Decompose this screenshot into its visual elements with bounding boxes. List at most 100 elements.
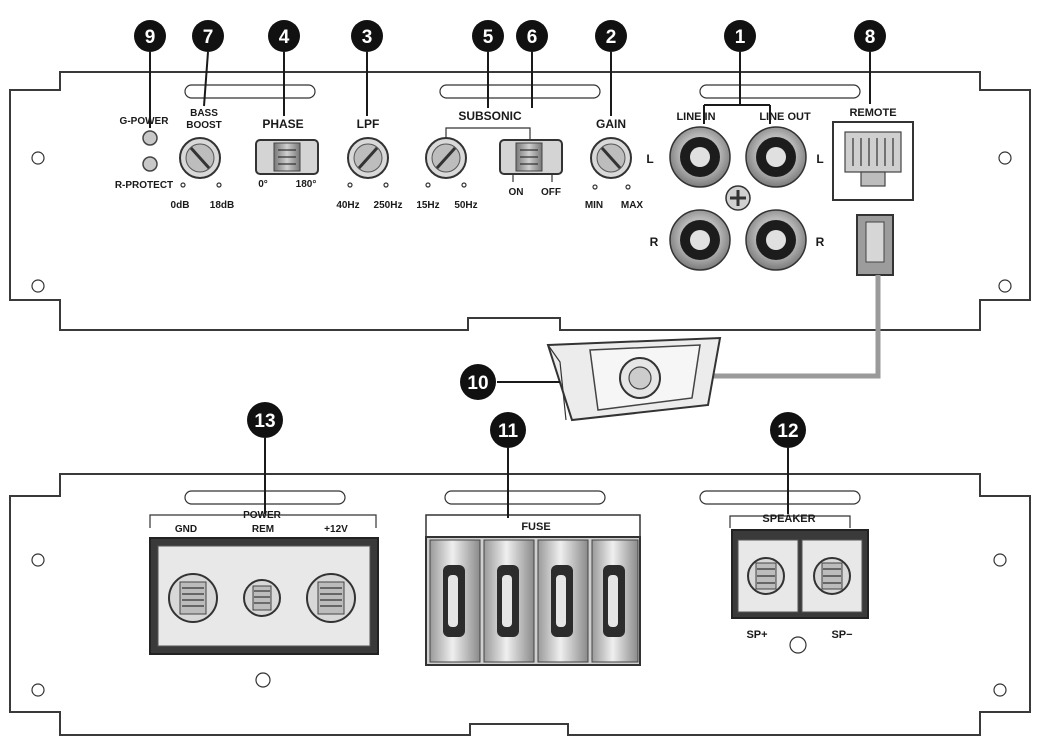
sp-plus-label: SP+ (746, 629, 767, 641)
r-protect-led (142, 156, 158, 172)
gain-label: GAIN (596, 117, 626, 131)
speaker-negative-terminal[interactable] (813, 557, 851, 595)
gain-max-label: MAX (621, 200, 644, 211)
remote-label: REMOTE (849, 107, 896, 119)
lpf-knob[interactable] (347, 137, 389, 179)
r-protect-label: R-PROTECT (115, 180, 173, 191)
callout-badge-11: 11 (490, 412, 526, 448)
plus12v-label: +12V (324, 524, 348, 535)
svg-text:6: 6 (527, 27, 538, 48)
callout-badge-10: 10 (460, 364, 496, 400)
lpf-min-label: 40Hz (336, 200, 359, 211)
gnd-label: GND (175, 524, 197, 535)
vent-slot (699, 490, 861, 505)
vent-slot (439, 84, 601, 99)
plus12v-terminal-screw[interactable] (306, 573, 356, 623)
rca-line-out-left[interactable] (745, 126, 807, 188)
phase-label: PHASE (262, 117, 303, 131)
callout-badge-3: 3 (351, 20, 383, 52)
vent-slot (444, 490, 606, 505)
callout-badge-8: 8 (854, 20, 886, 52)
top-panel: G-POWER R-PROTECT BASS BOOST 0dB 18dB PH… (9, 71, 1031, 331)
callout-badge-5: 5 (472, 20, 504, 52)
power-label: POWER (243, 510, 282, 521)
lpf-max-label: 250Hz (374, 200, 403, 211)
input-right-label: R (650, 235, 659, 249)
remote-cable (700, 275, 881, 379)
rem-label: REM (252, 524, 274, 535)
mounting-hole (998, 279, 1012, 293)
svg-text:8: 8 (865, 27, 876, 48)
mounting-hole (998, 151, 1012, 165)
vent-slot (699, 84, 861, 99)
fuse-3[interactable] (537, 539, 589, 663)
lpf-label: LPF (357, 117, 380, 131)
gnd-terminal-screw[interactable] (168, 573, 218, 623)
output-left-label: L (816, 152, 823, 166)
svg-text:13: 13 (254, 411, 275, 432)
subsonic-switch[interactable] (499, 139, 563, 175)
speaker-positive-terminal[interactable] (747, 557, 785, 595)
rem-terminal-screw[interactable] (243, 579, 281, 617)
subsonic-knob[interactable] (425, 137, 467, 179)
bass-boost-knob[interactable] (179, 137, 221, 179)
g-power-led (142, 130, 158, 146)
mounting-hole (31, 553, 45, 567)
output-right-label: R (816, 235, 825, 249)
rca-line-in-right[interactable] (669, 209, 731, 271)
callout-lines (149, 51, 871, 518)
remote-cable-plug (856, 214, 894, 276)
svg-text:12: 12 (777, 421, 798, 442)
rca-line-out-right[interactable] (745, 209, 807, 271)
subsonic-on-label: ON (509, 187, 524, 198)
line-in-label: LINE IN (676, 111, 715, 123)
fuse-1[interactable] (429, 539, 481, 663)
bass-boost-max-label: 18dB (210, 200, 234, 211)
rca-line-in-left[interactable] (669, 126, 731, 188)
callout-badge-6: 6 (516, 20, 548, 52)
phase-max-label: 180° (296, 179, 317, 190)
callout-badge-9: 9 (134, 20, 166, 52)
remote-bass-level-controller[interactable] (546, 336, 722, 422)
callout-badge-7: 7 (192, 20, 224, 52)
mounting-hole (789, 636, 807, 654)
svg-text:9: 9 (145, 27, 156, 48)
bass-boost-label-2: BOOST (186, 120, 222, 131)
speaker-label: SPEAKER (762, 513, 815, 525)
subsonic-min-label: 15Hz (416, 200, 439, 211)
callout-badge-4: 4 (268, 20, 300, 52)
subsonic-label: SUBSONIC (458, 109, 522, 123)
g-power-label: G-POWER (120, 116, 170, 127)
mounting-hole (31, 683, 45, 697)
subsonic-off-label: OFF (541, 187, 561, 198)
mounting-hole (31, 151, 45, 165)
fuse-label: FUSE (521, 521, 550, 533)
callout-badge-12: 12 (770, 412, 806, 448)
screw-icon (725, 185, 751, 211)
phase-min-label: 0° (258, 179, 268, 190)
sp-minus-label: SP− (831, 629, 852, 641)
gain-knob[interactable] (590, 137, 632, 179)
callout-badge-13: 13 (247, 402, 283, 438)
bass-boost-min-label: 0dB (171, 200, 190, 211)
svg-text:1: 1 (735, 27, 746, 48)
callout-badge-1: 1 (724, 20, 756, 52)
svg-text:10: 10 (467, 373, 488, 394)
fuse-4[interactable] (591, 539, 639, 663)
mounting-hole (993, 553, 1007, 567)
mounting-hole (993, 683, 1007, 697)
svg-text:2: 2 (606, 27, 617, 48)
fuse-2[interactable] (483, 539, 535, 663)
vent-slot (184, 84, 316, 99)
gain-min-label: MIN (585, 200, 603, 211)
svg-text:7: 7 (203, 27, 214, 48)
svg-text:4: 4 (279, 27, 290, 48)
phase-switch[interactable] (255, 139, 319, 175)
mounting-hole (255, 672, 271, 688)
bass-boost-label: BASS (190, 108, 218, 119)
remote-port[interactable] (832, 121, 914, 201)
callout-badge-2: 2 (595, 20, 627, 52)
mounting-hole (31, 279, 45, 293)
